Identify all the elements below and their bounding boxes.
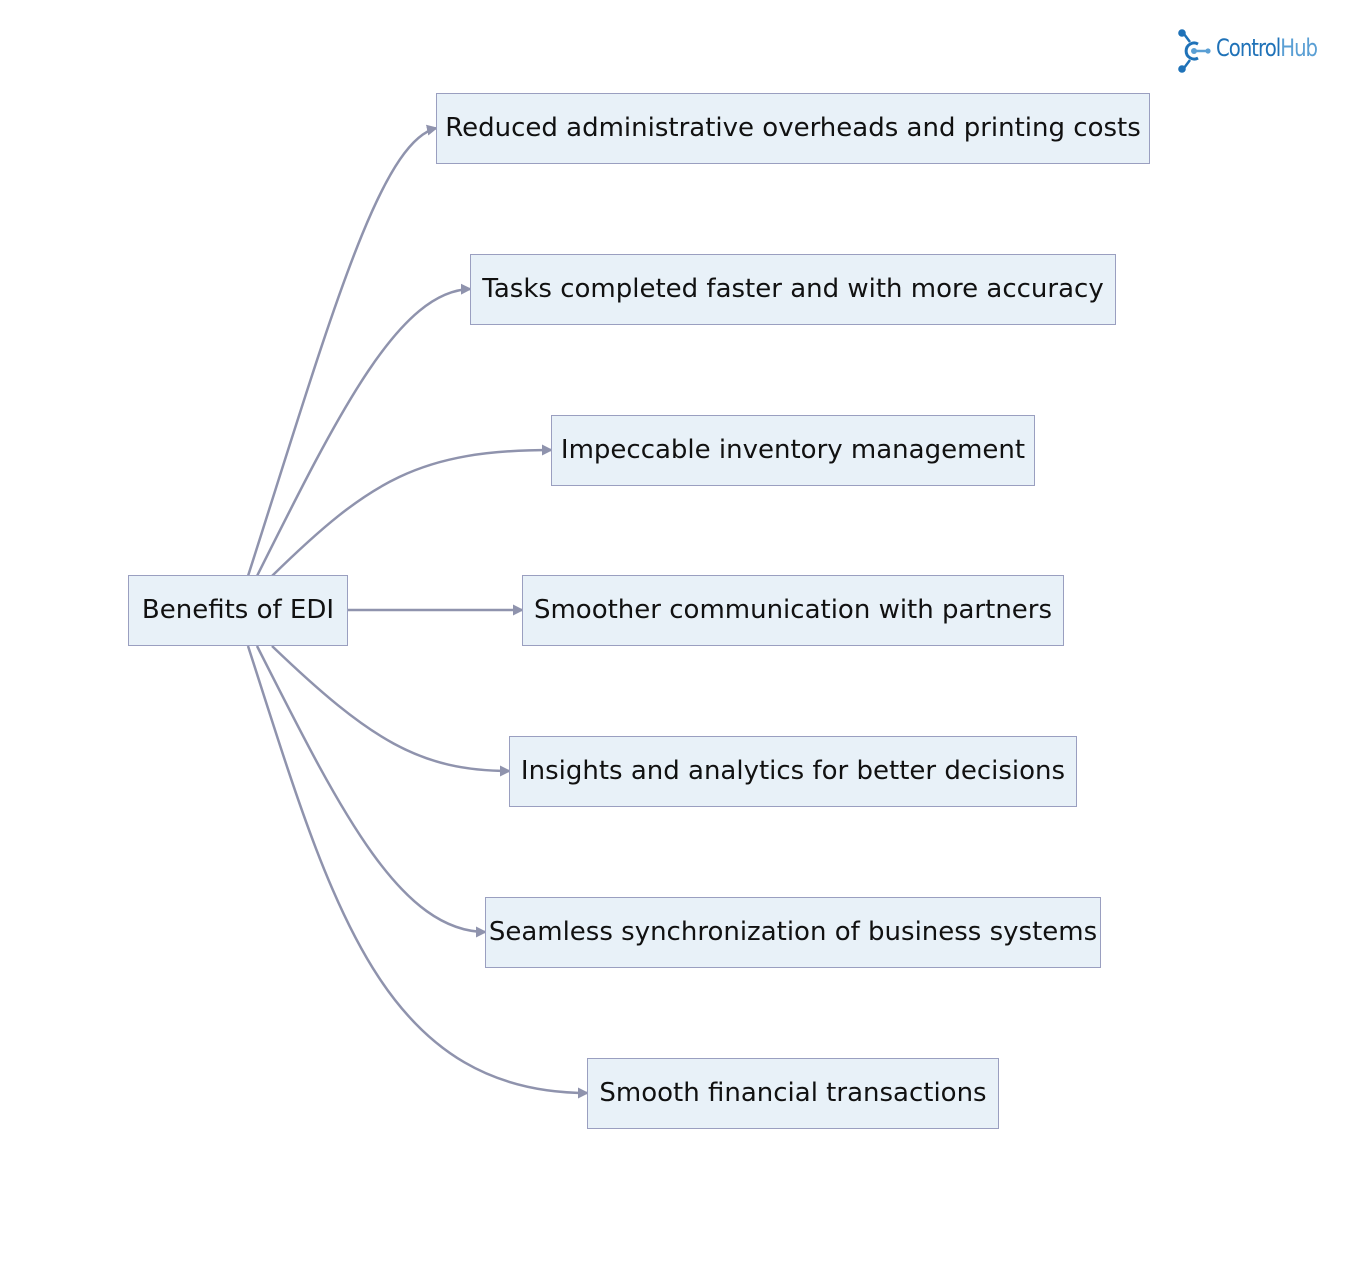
benefit-node-2: Tasks completed faster and with more acc… (470, 254, 1116, 325)
edge-root-to-benefit-5 (271, 645, 511, 777)
edge-root-to-benefit-7 (246, 645, 589, 1099)
benefit-node-7: Smooth financial transactions (587, 1058, 999, 1129)
benefit-node-3: Impeccable inventory management (551, 415, 1035, 486)
controlhub-logo: ControlHub (1176, 28, 1326, 74)
edge-root-to-benefit-1 (246, 124, 438, 577)
controlhub-logo-text: ControlHub (1216, 34, 1318, 62)
benefit-node-1: Reduced administrative overheads and pri… (436, 93, 1150, 164)
edge-root-to-benefit-3 (271, 444, 553, 577)
root-node: Benefits of EDI (128, 575, 348, 646)
logo-text-control: Control (1216, 34, 1281, 62)
benefit-node-4: Smoother communication with partners (522, 575, 1064, 646)
controlhub-logo-icon (1178, 29, 1211, 73)
benefit-node-5: Insights and analytics for better decisi… (509, 736, 1077, 807)
benefit-node-6: Seamless synchronization of business sys… (485, 897, 1101, 968)
edge-root-to-benefit-6 (255, 645, 487, 938)
logo-text-hub: Hub (1280, 34, 1318, 62)
edge-root-to-benefit-2 (255, 283, 472, 577)
